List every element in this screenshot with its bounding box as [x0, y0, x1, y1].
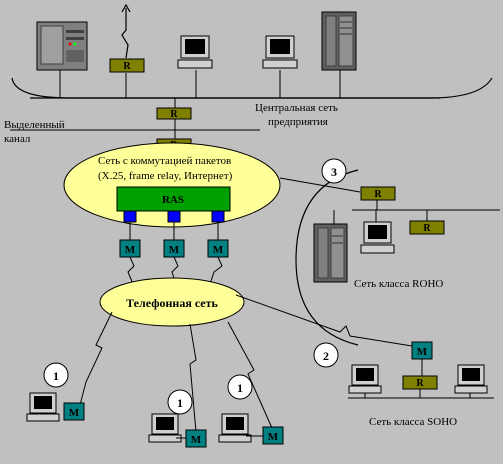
modem-icon: M: [163, 239, 185, 258]
marker-1: 1: [43, 362, 69, 388]
router-icon: R: [109, 58, 145, 73]
computer-icon: [360, 221, 395, 254]
modem-icon: M: [185, 429, 207, 448]
svg-text:R: R: [170, 109, 178, 120]
router-label: R: [123, 61, 131, 72]
roho-network: [279, 169, 500, 346]
ras-port: [123, 210, 137, 223]
packet-network-label-2: (X.25, frame relay, Интернет): [98, 170, 233, 182]
svg-text:M: M: [125, 244, 136, 256]
soho-network-label: Сеть класса SOHO: [369, 416, 457, 428]
svg-text:M: M: [268, 431, 279, 443]
computer-icon: [262, 35, 298, 69]
leased-line-label: Выделенный: [4, 119, 65, 131]
marker-2: 2: [313, 342, 339, 368]
server-cabinet-icon: [36, 21, 88, 71]
modem-icon: M: [262, 426, 284, 445]
phone-network-label: Телефонная сеть: [126, 296, 218, 310]
router-icon: R: [409, 220, 445, 235]
marker-1: 1: [227, 374, 253, 400]
svg-text:1: 1: [53, 369, 59, 383]
computer-icon: [177, 35, 213, 69]
leased-line: [10, 119, 260, 140]
svg-text:R: R: [374, 189, 382, 200]
svg-text:M: M: [169, 244, 180, 256]
phone-network: [99, 277, 245, 327]
svg-text:M: M: [69, 407, 80, 419]
ras-label: RAS: [162, 194, 184, 206]
computer-icon: [148, 413, 182, 443]
svg-text:M: M: [213, 244, 224, 256]
computer-icon: [454, 364, 488, 394]
roho-network-label: Сеть класса ROHO: [354, 278, 443, 290]
antenna-router: [121, 3, 131, 59]
svg-text:M: M: [417, 346, 428, 358]
modem-icon: M: [63, 402, 85, 421]
ras-port: [167, 210, 181, 223]
router-icon: R: [360, 186, 396, 201]
marker-1: 1: [167, 389, 193, 415]
svg-text:1: 1: [177, 396, 183, 410]
ras-unit: RAS: [116, 186, 231, 223]
server-tower-icon: [321, 11, 357, 71]
server-tower-icon: [313, 223, 348, 283]
packet-network-label: Сеть с коммутацией пакетов: [98, 155, 231, 167]
ras-port: [211, 210, 225, 223]
leased-line-label-2: канал: [4, 133, 31, 145]
svg-text:M: M: [191, 434, 202, 446]
central-network-label: Центральная сеть: [255, 102, 338, 114]
central-network-label-2: предприятия: [268, 116, 328, 128]
svg-text:1: 1: [237, 381, 243, 395]
central-network: [11, 70, 493, 108]
modem-icon: M: [119, 239, 141, 258]
svg-text:R: R: [423, 223, 431, 234]
svg-text:2: 2: [323, 349, 329, 363]
modem-icon: M: [207, 239, 229, 258]
router-icon: R: [402, 375, 438, 390]
router-icon: R: [156, 107, 192, 120]
computer-icon: [26, 392, 60, 422]
computer-icon: [348, 364, 382, 394]
computer-icon: [218, 413, 252, 443]
marker-3: 3: [321, 158, 347, 184]
modem-icon: M: [411, 341, 433, 360]
svg-text:3: 3: [331, 165, 337, 179]
svg-text:R: R: [416, 378, 424, 389]
